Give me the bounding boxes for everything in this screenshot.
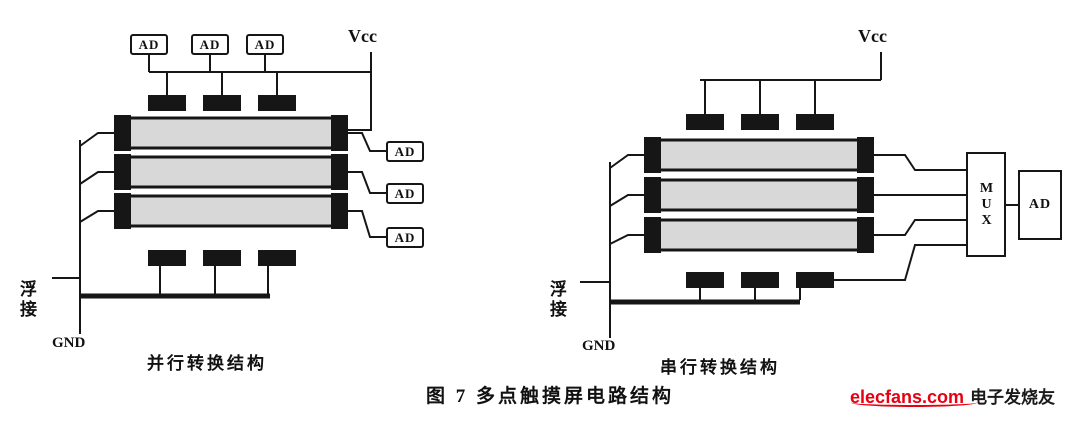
left-ad-right-3: AD — [386, 227, 424, 248]
left-panel-electrodes — [114, 95, 348, 266]
left-diagram-title: 并行转换结构 — [147, 354, 267, 373]
left-ad-right-1: AD — [386, 141, 424, 162]
right-vcc-label: Vcc — [858, 26, 887, 46]
right-floating-label: 浮接 — [547, 280, 566, 320]
left-diagram-wires — [52, 52, 386, 334]
watermark-name: 电子发烧友 — [970, 388, 1056, 407]
left-ad-top-2: AD — [191, 34, 229, 55]
right-panel-rows — [646, 138, 874, 252]
right-gnd-label: GND — [582, 338, 616, 354]
watermark-underline-arc — [851, 398, 977, 407]
right-panel-electrodes — [644, 114, 874, 288]
left-floating-label: 浮接 — [17, 280, 36, 320]
left-ad-right-2: AD — [386, 183, 424, 204]
right-diagram-title: 串行转换结构 — [660, 358, 780, 377]
left-panel-rows — [116, 116, 348, 228]
right-diagram-wires — [580, 52, 1018, 338]
left-ad-top-3: AD — [246, 34, 284, 55]
mux-label: MUX — [979, 180, 994, 229]
left-vcc-label: Vcc — [348, 26, 377, 46]
right-ad-box: AD — [1018, 170, 1062, 240]
figure-caption: 图 7 多点触摸屏电路结构 — [425, 386, 674, 407]
mux-box: MUX — [966, 152, 1006, 257]
left-gnd-label: GND — [52, 335, 86, 351]
left-ad-top-1: AD — [130, 34, 168, 55]
